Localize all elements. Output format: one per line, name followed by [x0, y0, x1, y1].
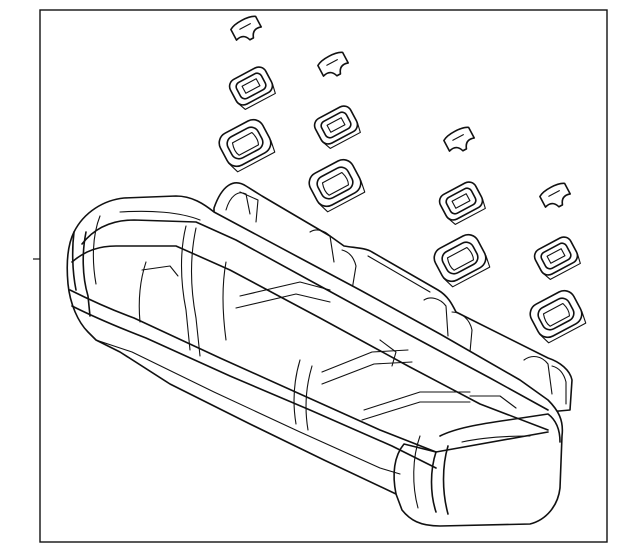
headrest-guide-clip [539, 182, 572, 208]
headrest-guide-clip [443, 126, 476, 152]
headrest-guide-parts [218, 15, 587, 344]
headrest-guide-clip [317, 51, 350, 77]
headrest-guide-sleeve [308, 158, 366, 213]
headrest-guide-bezel [228, 66, 276, 110]
headrest-guide-sleeve [529, 289, 587, 344]
headrest-guide-bezel [438, 181, 486, 225]
headrest-guide-clip [230, 15, 263, 41]
headrest-guide-bezel [533, 236, 581, 280]
headrest-guide-sleeve [433, 233, 491, 288]
headrest-guide-sleeve [218, 118, 276, 173]
headrest-guide-bezel [313, 105, 361, 149]
rear-seat-cushion-assembly [66, 182, 573, 527]
diagram-frame [39, 9, 608, 543]
